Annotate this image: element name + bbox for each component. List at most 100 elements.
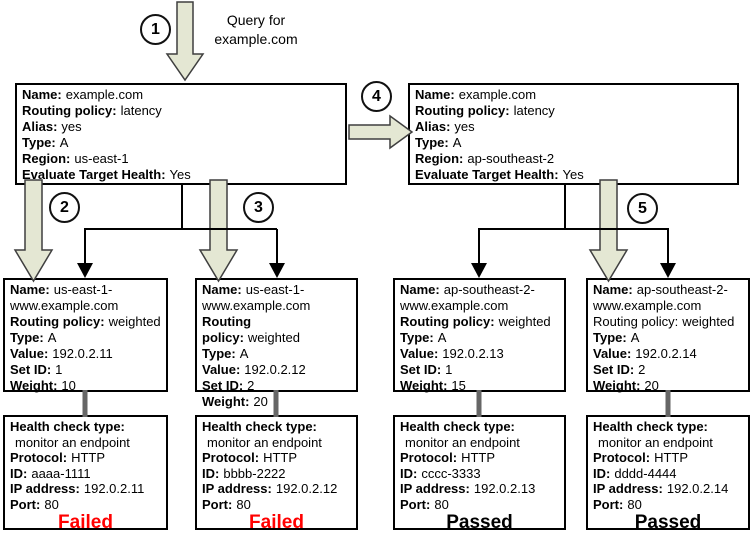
- connector-right-arrowhead-1: [471, 263, 487, 278]
- record-field: monitor an endpoint: [400, 435, 559, 451]
- record-field: Set ID:1: [400, 362, 559, 378]
- field-value: 80: [236, 496, 251, 512]
- field-label: Protocol:: [10, 450, 68, 465]
- record-field: Name:example.com: [22, 87, 340, 103]
- field-label: Port:: [202, 496, 233, 512]
- weighted-record-4: Name:ap-southeast-2-www.example.com Rout…: [586, 278, 750, 393]
- latency-record-us-east-1: Name:example.com Routing policy:latency …: [15, 83, 347, 185]
- field-value: 2: [247, 378, 255, 393]
- record-field: Value:192.0.2.12: [202, 362, 351, 378]
- field-label: Name:: [202, 282, 242, 297]
- field-value: A: [452, 135, 462, 150]
- record-field: Name:ap-southeast-2-www.example.com: [400, 282, 559, 314]
- weighted-record-1: Name:us-east-1-www.example.com Routing p…: [3, 278, 168, 393]
- field-value: dddd-4444: [614, 465, 677, 481]
- field-label: Alias:: [415, 119, 451, 134]
- weighted-record-2: Name:us-east-1-www.example.com Routing p…: [195, 278, 358, 409]
- record-field: Evaluate Target Health:Yes: [22, 167, 340, 183]
- record-field: Protocol:HTTP: [593, 450, 743, 466]
- field-value: us-east-1-www.example.com: [202, 282, 311, 313]
- health-check-3: Health check type: monitor an endpoint P…: [393, 415, 566, 533]
- field-value: yes: [454, 119, 475, 134]
- record-field: Health check type:: [202, 419, 351, 435]
- field-value: weighted: [108, 314, 161, 329]
- field-value: Yes: [562, 167, 584, 182]
- health-status: Passed: [446, 512, 513, 533]
- field-value: 80: [434, 496, 449, 512]
- field-value: 192.0.2.13: [442, 346, 504, 361]
- field-value: HTTP: [263, 450, 298, 465]
- field-label: Health check type:: [400, 419, 515, 434]
- field-label: Port:: [400, 496, 431, 512]
- field-value: 10: [61, 378, 76, 393]
- field-label: Evaluate Target Health:: [415, 167, 559, 182]
- record-field: Evaluate Target Health:Yes: [415, 167, 732, 183]
- record-field: Health check type:: [10, 419, 161, 435]
- field-value: us-east-1: [74, 151, 129, 166]
- field-value: example.com: [458, 87, 537, 102]
- field-value: latency: [120, 103, 162, 118]
- field-value: 20: [644, 378, 659, 393]
- record-field: Weight:20: [202, 394, 351, 410]
- latency-record-ap-southeast-2: Name:example.com Routing policy:latency …: [408, 83, 739, 185]
- record-field: monitor an endpoint: [10, 435, 161, 451]
- field-value: aaaa-1111: [31, 465, 91, 481]
- record-field: Type:A: [10, 330, 161, 346]
- step-3-arrow-icon: [198, 179, 239, 283]
- record-field: Protocol:HTTP: [400, 450, 559, 466]
- field-value: 80: [44, 496, 59, 512]
- record-field: Name:ap-southeast-2-www.example.com: [593, 282, 743, 314]
- field-value: Yes: [169, 167, 191, 182]
- record-field: IP address:192.0.2.12: [202, 481, 351, 497]
- field-label: Type:: [202, 346, 236, 361]
- record-field: IP address:192.0.2.14: [593, 481, 743, 497]
- field-label: Protocol:: [593, 450, 651, 465]
- field-value: ap-southeast-2: [467, 151, 555, 166]
- field-label: Name:: [10, 282, 50, 297]
- weighted-record-3: Name:ap-southeast-2-www.example.com Rout…: [393, 278, 566, 393]
- field-label: Name:: [400, 282, 440, 297]
- field-label: Value:: [400, 346, 439, 361]
- field-label: Type:: [10, 330, 44, 345]
- field-label: ID:: [10, 465, 28, 481]
- field-value: monitor an endpoint: [405, 434, 520, 450]
- field-label: Routing policy:: [400, 314, 495, 329]
- field-label: Routing policy:: [22, 103, 117, 118]
- field-label: Name:: [22, 87, 62, 102]
- record-field: Value:192.0.2.14: [593, 346, 743, 362]
- field-label: Health check type:: [593, 419, 708, 434]
- field-label: Value:: [202, 362, 241, 377]
- field-label: Weight:: [10, 378, 58, 393]
- record-field: Port:80: [10, 497, 161, 513]
- field-label: Protocol:: [400, 450, 458, 465]
- query-label: Query for example.com: [214, 12, 298, 47]
- health-check-1: Health check type: monitor an endpoint P…: [3, 415, 168, 533]
- field-label: Weight:: [202, 394, 250, 409]
- field-label: Routing policy:: [202, 314, 252, 345]
- field-value: 192.0.2.14: [666, 481, 729, 496]
- record-field: ID:bbbb-2222: [202, 466, 351, 482]
- record-field: Port:80: [400, 497, 559, 513]
- field-value: latency: [513, 103, 555, 118]
- field-label: Alias:: [22, 119, 58, 134]
- record-field: Name:us-east-1-www.example.com: [202, 282, 351, 314]
- connector-right-arrowhead-2: [660, 263, 676, 278]
- field-label: Type:: [400, 330, 434, 345]
- field-value: monitor an endpoint: [598, 434, 713, 450]
- field-label: IP address:: [593, 481, 663, 496]
- record-field: Port:80: [593, 497, 743, 513]
- field-label: Health check type:: [10, 419, 125, 434]
- field-value: 192.0.2.12: [244, 362, 306, 377]
- record-field: Protocol:HTTP: [10, 450, 161, 466]
- field-value: 192.0.2.13: [473, 481, 536, 496]
- step-badge-2: 2: [49, 192, 80, 223]
- field-value: A: [47, 330, 57, 345]
- record-field: Region:us-east-1: [22, 151, 340, 167]
- record-field: Health check type:: [593, 419, 743, 435]
- record-field: Routing policy:weighted: [593, 314, 743, 330]
- record-field: Set ID:1: [10, 362, 161, 378]
- field-value: 192.0.2.14: [635, 346, 697, 361]
- field-label: Port:: [593, 496, 624, 512]
- field-value: A: [630, 330, 640, 345]
- step-2-arrow-icon: [13, 179, 54, 283]
